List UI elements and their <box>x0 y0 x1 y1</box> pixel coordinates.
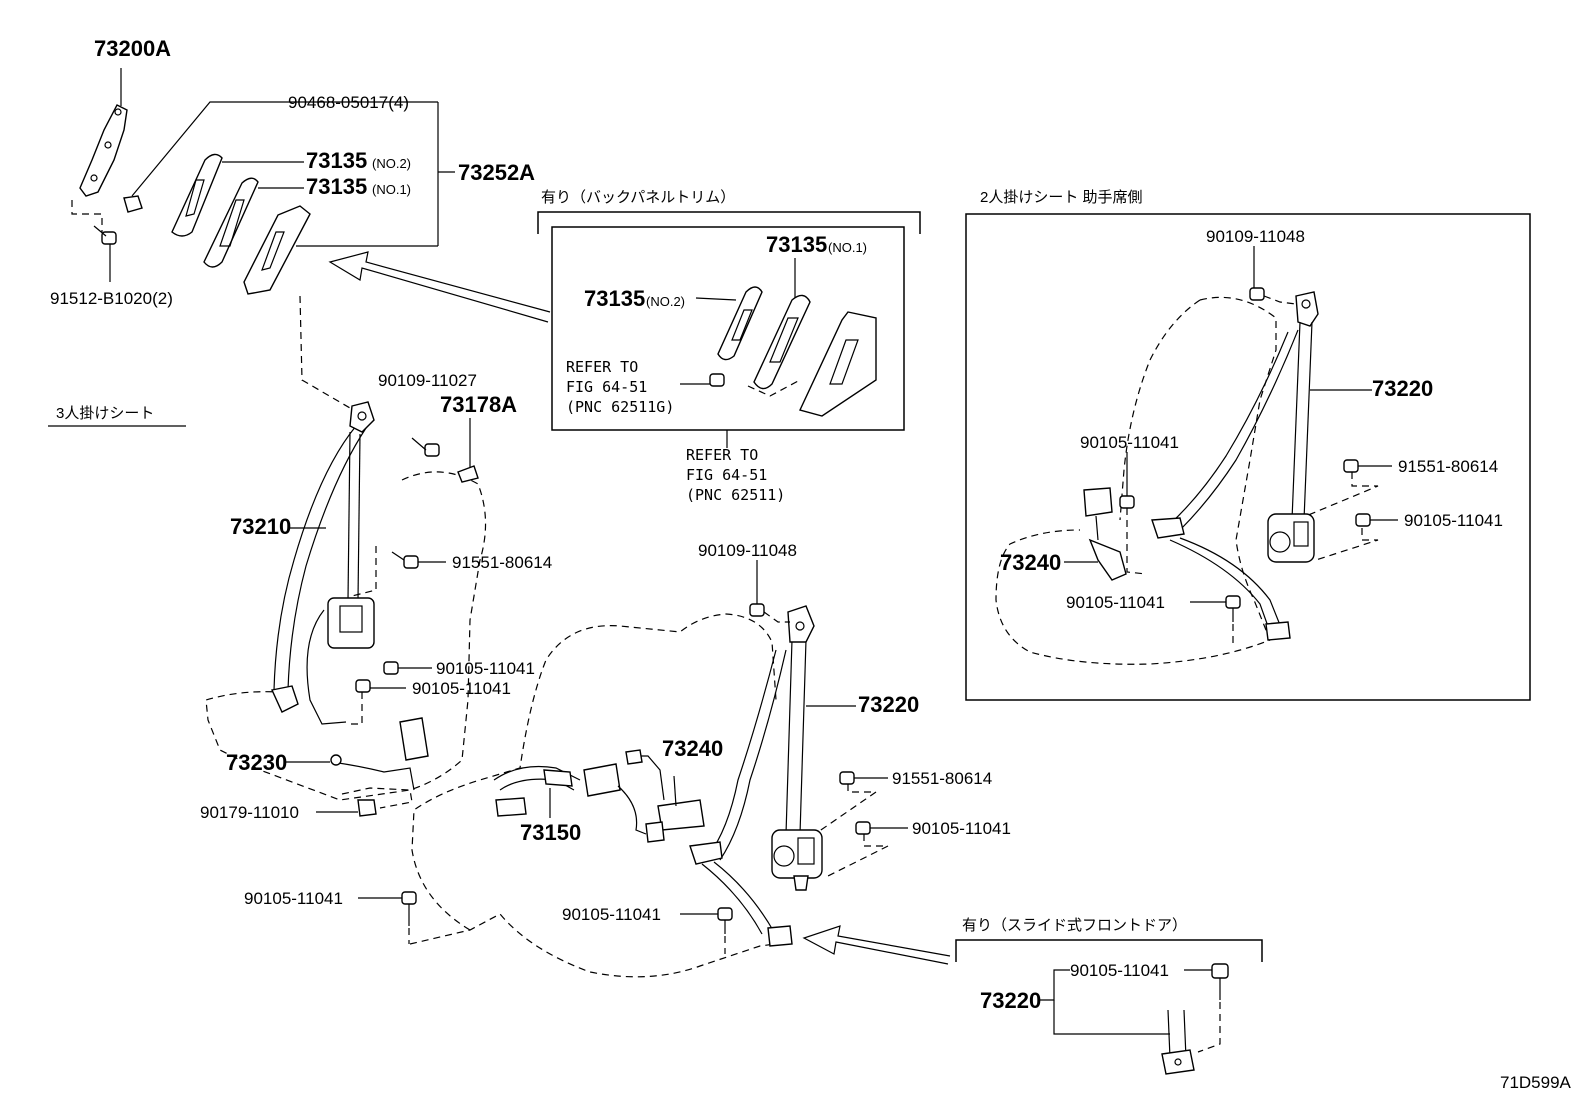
bolt-90109-11048-icon <box>749 603 765 617</box>
label-73200A: 73200A <box>94 36 171 61</box>
diagram-code: 71D599A <box>1500 1073 1572 1092</box>
label-90109-11048-c: 90109-11048 <box>698 541 797 560</box>
cover-73135-no1 <box>203 177 259 268</box>
label-90109-11027: 90109-11027 <box>378 371 477 390</box>
section-slide-front-door: 有り（スライド式フロントドア） <box>962 917 1187 934</box>
label-no2: (NO.2) <box>372 156 411 171</box>
label-r91551: 91551-80614 <box>1398 457 1498 476</box>
label-73135-no1: 73135 <box>306 174 367 199</box>
label-73220-c: 73220 <box>858 692 919 717</box>
bolt-91551-c-icon <box>839 771 855 785</box>
label-r73240: 73240 <box>1000 550 1061 575</box>
section-back-panel-trim: 有り（バックパネルトリム） <box>541 189 735 206</box>
label-90105-e: 90105-11041 <box>562 905 661 924</box>
label-inset-no1: (NO.1) <box>828 240 867 255</box>
bolt-90105-b-icon <box>355 679 371 693</box>
label-r90105-b: 90105-11041 <box>1404 511 1503 530</box>
label-r73220: 73220 <box>1372 376 1433 401</box>
bolt-r90105-a-icon <box>1119 495 1135 509</box>
refer-a-line3: (PNC 62511G) <box>566 398 674 416</box>
cover-73135-no2 <box>171 153 223 237</box>
bolt-r90109-icon <box>1249 287 1265 301</box>
clip-73178A-icon <box>457 465 479 483</box>
label-91551-a: 91551-80614 <box>452 553 552 572</box>
label-90105-c: 90105-11041 <box>244 889 343 908</box>
refer-b-line3: (PNC 62511) <box>686 486 785 504</box>
label-r90109: 90109-11048 <box>1206 227 1305 246</box>
arrow-inset-to-trim <box>328 251 551 323</box>
nut-90179-icon <box>357 799 377 817</box>
bolt-90105-a-icon <box>383 661 399 675</box>
refer-a-line2: FIG 64-51 <box>566 378 647 396</box>
label-no1: (NO.1) <box>372 182 411 197</box>
bolt-r90105-b-icon <box>1355 513 1371 527</box>
bolt-91512-icon <box>93 225 117 282</box>
label-73230: 73230 <box>226 750 287 775</box>
clip-90468-icon <box>123 195 143 213</box>
label-90105-b: 90105-11041 <box>412 679 511 698</box>
label-73150: 73150 <box>520 820 581 845</box>
label-90105-a: 90105-11041 <box>436 659 535 678</box>
bolt-90105-d-icon <box>855 821 871 835</box>
label-73135-no2: 73135 <box>306 148 367 173</box>
clip-icon <box>709 373 725 387</box>
bolt-s90105-icon <box>1211 963 1229 979</box>
inset-back-panel-trim <box>537 211 921 448</box>
slide-door-inset <box>955 939 1263 1075</box>
label-90179: 90179-11010 <box>200 803 299 822</box>
center-seat-belt <box>409 560 951 978</box>
label-91512: 91512-B1020(2) <box>50 289 173 308</box>
bolt-90105-c-icon <box>401 891 417 905</box>
label-90105-d: 90105-11041 <box>912 819 1011 838</box>
label-inset-73135-no1: 73135 <box>766 232 827 257</box>
label-s73220: 73220 <box>980 988 1041 1013</box>
trim-assembly <box>71 68 455 409</box>
label-73240-c: 73240 <box>662 736 723 761</box>
refer-b-line1: REFER TO <box>686 446 758 464</box>
bolt-90109-11027-icon <box>424 443 440 457</box>
section-two-seat-passenger: 2人掛けシート 助手席側 <box>980 189 1143 206</box>
section-three-seat: 3人掛けシート <box>56 405 154 422</box>
bolt-90105-e-icon <box>717 907 733 921</box>
label-90468: 90468-05017(4) <box>288 93 409 112</box>
bolt-r91551-icon <box>1343 459 1359 473</box>
label-r90105-a: 90105-11041 <box>1080 433 1179 452</box>
label-73178A: 73178A <box>440 392 517 417</box>
refer-a-line1: REFER TO <box>566 358 638 376</box>
bolt-r90105-c-icon <box>1225 595 1241 609</box>
bracket-73200A <box>79 104 128 197</box>
label-inset-no2: (NO.2) <box>646 294 685 309</box>
label-inset-73135-no2: 73135 <box>584 286 645 311</box>
three-seat-belt <box>48 401 487 944</box>
refer-b-line2: FIG 64-51 <box>686 466 767 484</box>
buckle-73230 <box>399 717 429 761</box>
bolt-91551-icon <box>403 555 419 569</box>
label-91551-c: 91551-80614 <box>892 769 992 788</box>
label-r90105-c: 90105-11041 <box>1066 593 1165 612</box>
label-73252A: 73252A <box>458 160 535 185</box>
label-73210: 73210 <box>230 514 291 539</box>
two-seat-belt <box>965 213 1531 701</box>
label-s90105: 90105-11041 <box>1070 961 1169 980</box>
